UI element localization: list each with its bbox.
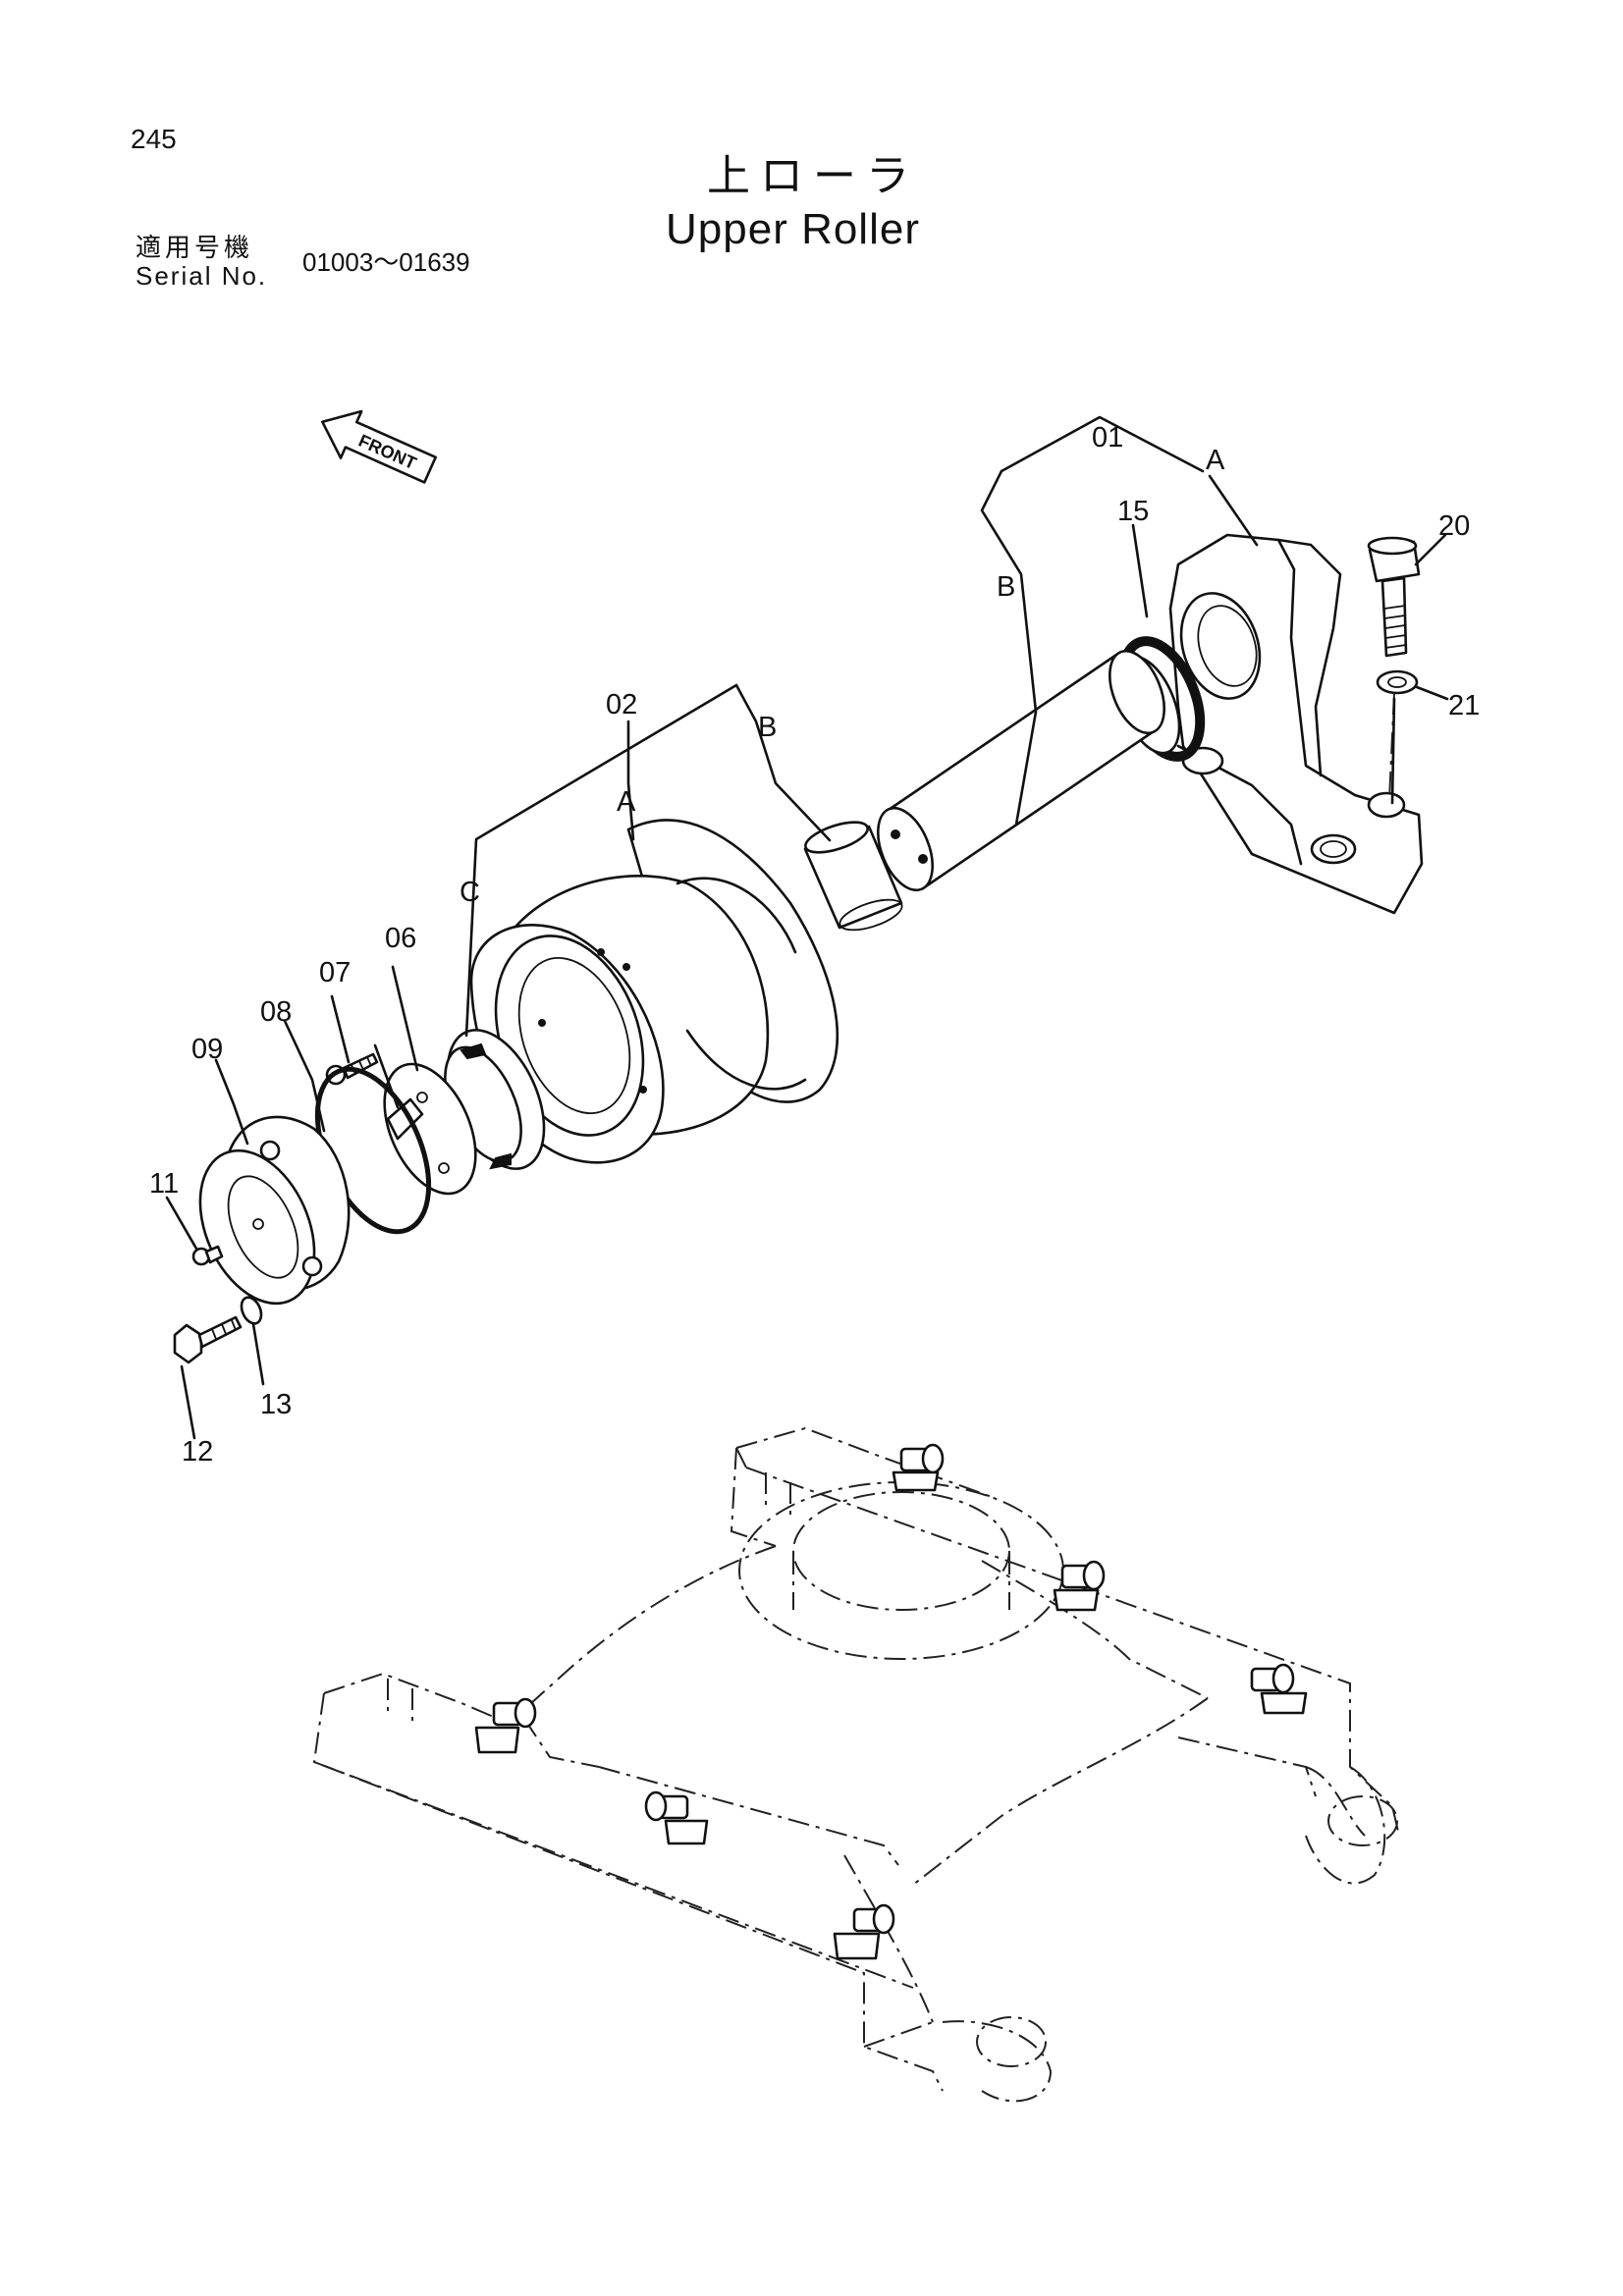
upper-roller-mount-icon — [1250, 1663, 1308, 1715]
callout-09: 09 — [191, 1034, 223, 1065]
plate-06 — [383, 1062, 477, 1196]
bolt-12 — [173, 1315, 243, 1364]
upper-roller-mount-icon — [1053, 1560, 1106, 1612]
upper-roller-mount-icon — [833, 1903, 895, 1960]
washer-13 — [240, 1296, 263, 1325]
callout-06: 06 — [385, 923, 416, 954]
track-frame — [312, 1426, 1400, 2103]
page-number: 245 — [131, 124, 177, 154]
callout-20: 20 — [1438, 510, 1470, 542]
upper-roller-mount-icon — [892, 1443, 945, 1492]
callout-c-plate: C — [460, 877, 480, 908]
roller-body — [469, 819, 839, 1164]
callout-15: 15 — [1117, 496, 1149, 527]
washer-21 — [1376, 669, 1419, 695]
callout-12: 12 — [182, 1436, 213, 1468]
page-title-japanese: 上ローラ — [707, 151, 919, 201]
serial-label: Serial No. — [135, 261, 268, 291]
upper-roller-mount-icon — [644, 1790, 709, 1845]
serial-range: 01003～01639 — [302, 247, 470, 277]
callout-07: 07 — [319, 957, 351, 988]
roller-bracket — [1168, 533, 1424, 915]
callout-11: 11 — [149, 1168, 179, 1200]
callout-b-shaft: B — [997, 571, 1015, 603]
bolt-20 — [1367, 536, 1421, 658]
page-title: Upper Roller — [666, 205, 920, 253]
callout-a-roller: A — [617, 786, 636, 818]
serial-label-japanese: 適用号機 — [135, 234, 254, 263]
roller-shaft — [877, 649, 1165, 892]
callout-b-bushing: B — [758, 712, 777, 743]
cover-09 — [198, 1115, 351, 1306]
callout-a-bracket: A — [1206, 445, 1225, 476]
callout-08: 08 — [260, 996, 292, 1028]
bushing — [803, 821, 903, 932]
upper-roller-mount-icon — [474, 1697, 537, 1754]
callout-01: 01 — [1092, 422, 1123, 454]
callout-21: 21 — [1448, 690, 1480, 721]
callout-02: 02 — [606, 689, 637, 721]
callout-13: 13 — [260, 1389, 292, 1420]
front-arrow-icon: FRONT — [321, 409, 437, 484]
